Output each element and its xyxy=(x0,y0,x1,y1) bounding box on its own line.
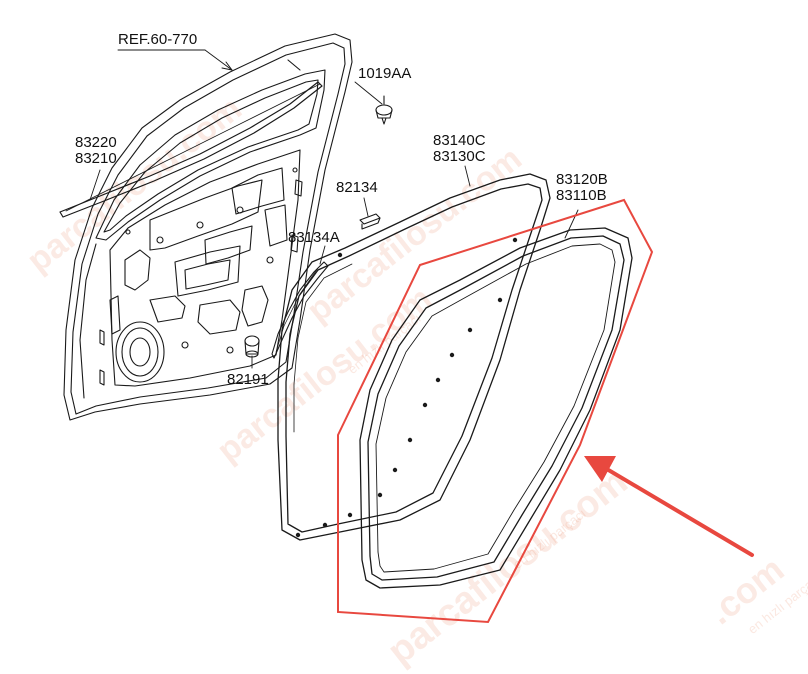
strip-83134a xyxy=(271,261,329,359)
ref-arrow-head xyxy=(221,61,233,71)
part-label-83110b[interactable]: 83110B xyxy=(556,187,607,204)
weatherstrip-clips xyxy=(295,237,518,538)
part-label-1019aa[interactable]: 1019AA xyxy=(358,65,412,82)
parts-diagram: parcafilosu.com parcafilosu.com parcafil… xyxy=(20,31,808,674)
door-weatherstrip xyxy=(359,227,633,589)
part-label-82134[interactable]: 82134 xyxy=(336,179,378,196)
diagram-drawing xyxy=(59,33,754,624)
part-label-83220[interactable]: 83220 xyxy=(75,134,117,151)
part-label-83210[interactable]: 83210 xyxy=(75,150,117,167)
part-label-82191[interactable]: 82191 xyxy=(227,371,269,388)
part-label-83120b[interactable]: 83120B xyxy=(556,171,608,188)
part-label-83130c[interactable]: 83130C xyxy=(433,148,486,165)
leader-lines xyxy=(89,49,579,369)
reference-label: REF.60-770 xyxy=(118,31,198,48)
clip-82134 xyxy=(359,213,381,230)
belt-moulding-strip xyxy=(59,81,323,218)
door-panel xyxy=(63,33,353,421)
highlight-outline xyxy=(337,198,654,624)
screw-1019aa xyxy=(375,95,393,125)
part-label-83134a[interactable]: 83134A xyxy=(288,229,340,246)
highlight-arrow xyxy=(584,456,754,557)
part-label-83140c[interactable]: 83140C xyxy=(433,132,486,149)
plug-82191 xyxy=(244,335,260,358)
